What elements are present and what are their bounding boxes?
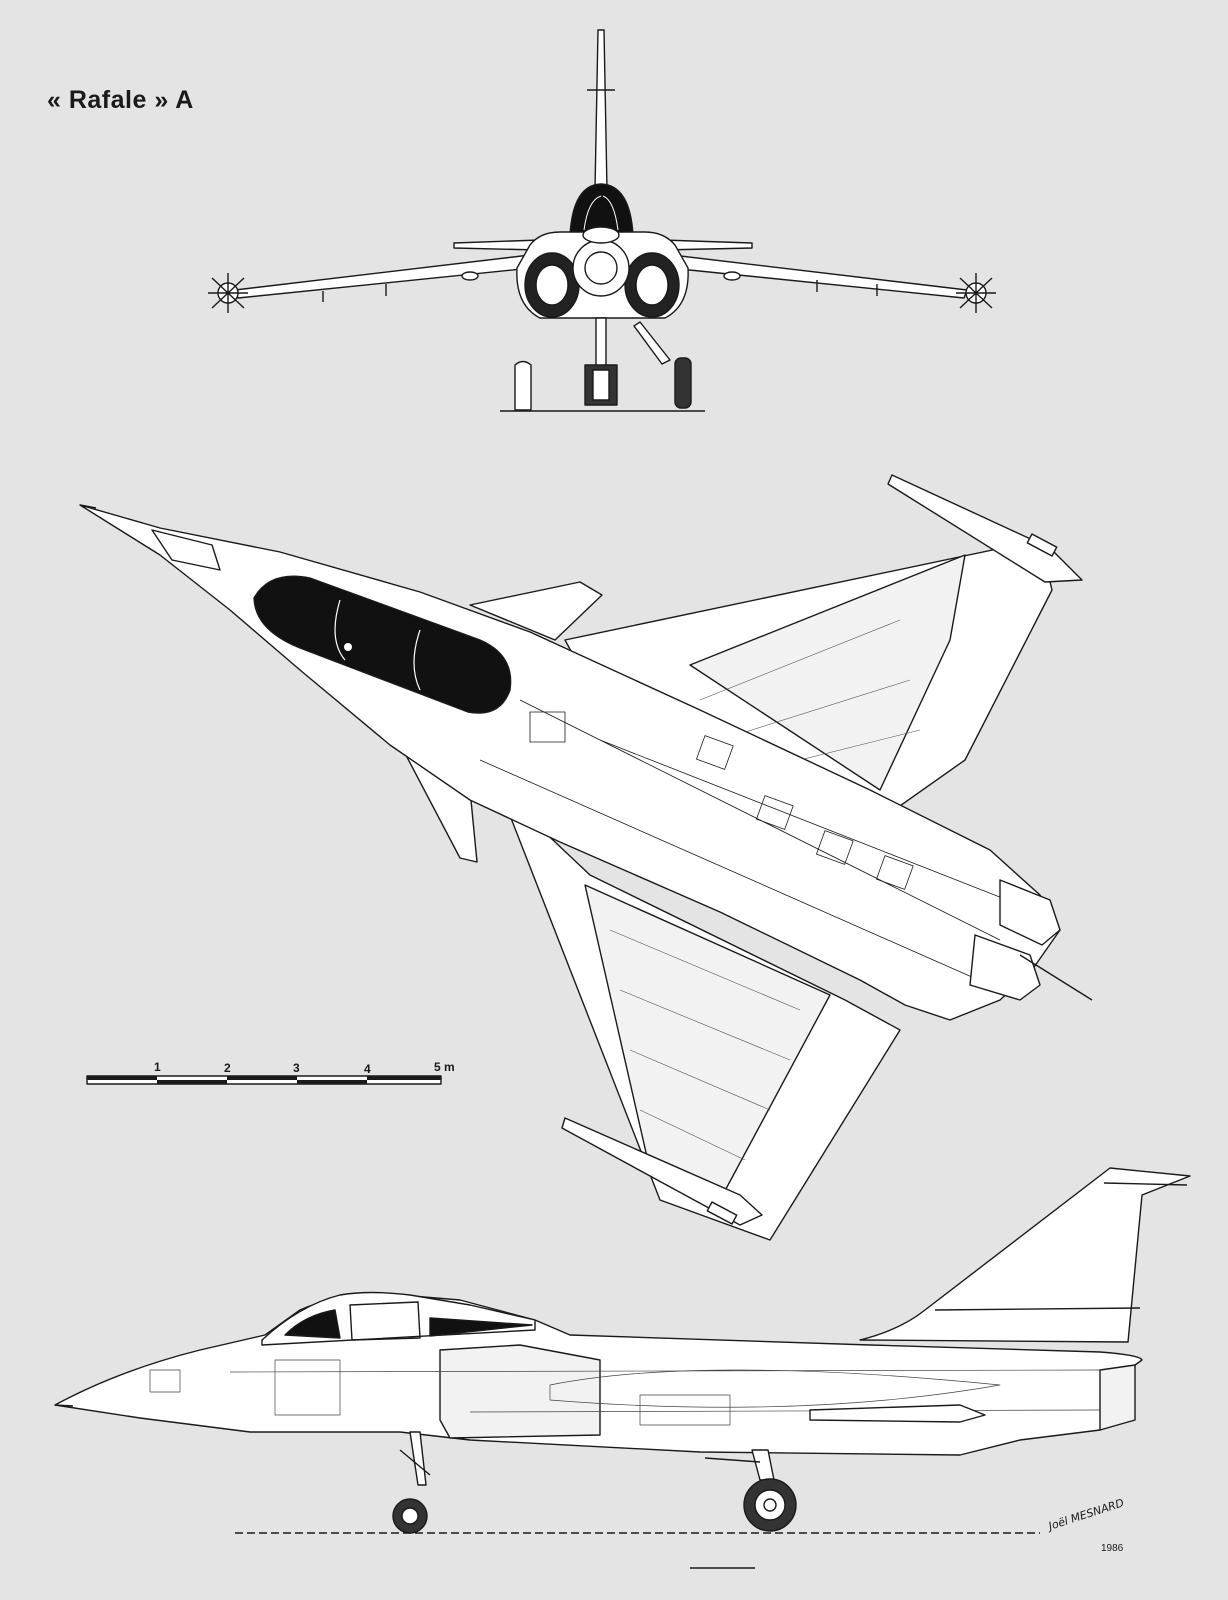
scale-tick-1: 1 — [154, 1060, 161, 1074]
scale-bar — [86, 1075, 442, 1085]
scale-labels: 1 2 3 4 5 m — [154, 1060, 455, 1076]
scale-tick-4: 4 — [364, 1062, 371, 1076]
scale-tick-3: 3 — [293, 1061, 300, 1075]
top-view — [79, 474, 1093, 1241]
scale-tick-5: 5 m — [434, 1060, 455, 1074]
artist-signature: Joël MESNARD — [1045, 1496, 1126, 1533]
scale-tick-2: 2 — [224, 1061, 231, 1075]
front-view — [208, 29, 996, 412]
drawing-year: 1986 — [1101, 1543, 1124, 1554]
page-title: « Rafale » A — [47, 86, 194, 114]
side-view — [54, 1167, 1191, 1534]
